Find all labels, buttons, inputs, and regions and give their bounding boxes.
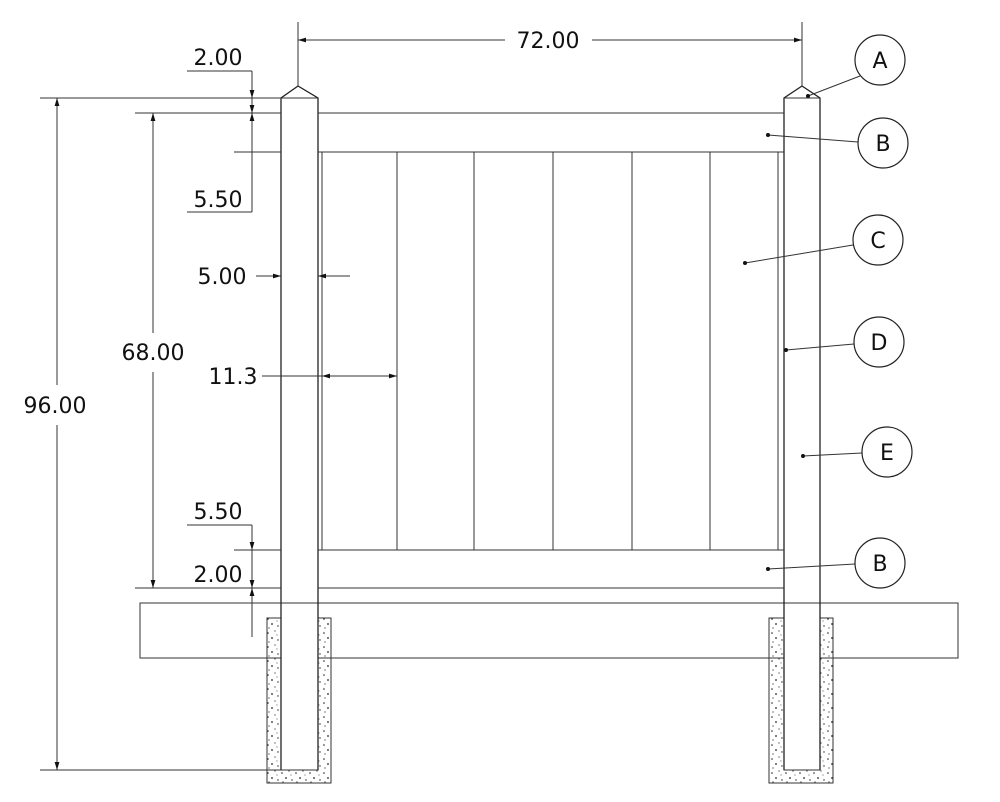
panel-height-label: 68.00 <box>122 341 185 366</box>
callout-b-bottom: B <box>766 537 906 589</box>
dimension-top-gap: 2.00 5.50 <box>187 46 281 213</box>
right-footing <box>768 602 834 784</box>
total-height-label: 96.00 <box>24 394 87 419</box>
bottom-gap-label: 2.00 <box>194 563 243 588</box>
left-footing <box>266 602 332 784</box>
callout-c-label: C <box>870 229 885 254</box>
bottom-rail-label: 5.50 <box>194 500 243 525</box>
post-width-label: 5.00 <box>198 265 247 290</box>
callout-e-label: E <box>880 441 894 466</box>
callout-a-label: A <box>872 49 887 74</box>
pickets <box>321 152 779 550</box>
callout-b-top-label: B <box>875 132 890 157</box>
top-gap-label: 2.00 <box>194 46 243 71</box>
callout-e: E <box>801 426 913 478</box>
dimension-bottom-gap: 5.50 2.00 <box>187 500 281 637</box>
dimension-width: 72.00 <box>297 22 803 86</box>
width-label: 72.00 <box>517 29 580 54</box>
top-rail-label: 5.50 <box>194 188 243 213</box>
callout-c: C <box>743 214 904 266</box>
dimension-panel-height: 68.00 <box>122 112 281 589</box>
callout-d-label: D <box>871 331 888 356</box>
callout-b-bottom-label: B <box>872 552 887 577</box>
callout-b-top: B <box>766 117 909 169</box>
callout-a: A <box>806 34 906 98</box>
bottom-rail <box>318 549 784 589</box>
dimension-post-width: 5.00 <box>198 265 350 290</box>
ground-section <box>139 602 959 659</box>
picket-width-label: 11.3 <box>209 365 258 390</box>
dimension-picket-width: 11.3 <box>209 365 397 390</box>
callout-d: D <box>784 316 905 368</box>
dimension-total-height: 96.00 <box>24 97 281 771</box>
top-rail <box>318 112 784 153</box>
